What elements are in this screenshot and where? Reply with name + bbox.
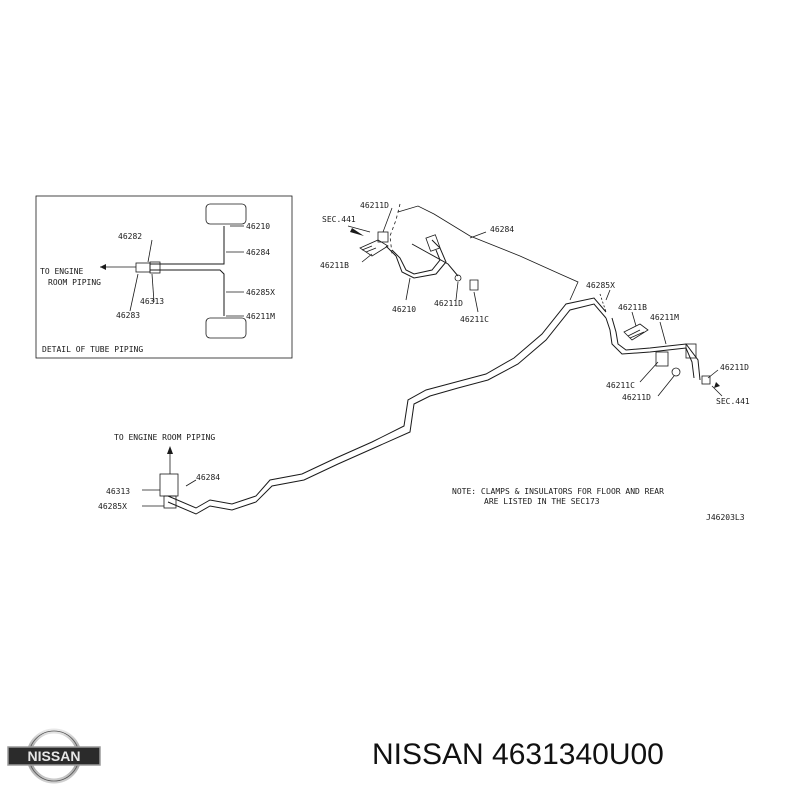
engine-arrowhead — [167, 446, 173, 454]
label-46285x-detail: 46285X — [246, 288, 275, 297]
bracket-46211b-right — [623, 323, 649, 341]
bolt-46211c-low — [655, 351, 669, 367]
logo-text: NISSAN — [28, 748, 81, 764]
connector-46313-low — [159, 473, 179, 497]
label-46313-detail: 46313 — [140, 297, 164, 306]
label-46284-top: 46284 — [490, 225, 514, 234]
right-tube-loop — [605, 317, 695, 379]
rear-wheel-top — [205, 203, 247, 225]
label-46211m-detail: 46211M — [246, 312, 275, 321]
detail-tube-upper — [150, 226, 225, 265]
body-edge-dashed — [389, 203, 401, 255]
label-46283-detail: 46283 — [116, 311, 140, 320]
label-46210-detail: 46210 — [246, 222, 270, 231]
label-sec441-top: SEC.441 — [322, 215, 356, 224]
connector-46285x-low — [163, 495, 177, 509]
label-46211c-low: 46211C — [606, 381, 635, 390]
rear-wheel-bottom — [205, 317, 247, 339]
main-tube-inner — [167, 303, 607, 515]
bolt-46211c-mid — [469, 279, 479, 291]
label-46211d-mid: 46211D — [434, 299, 463, 308]
detail-box-frame — [35, 195, 293, 359]
label-engine-room-piping: TO ENGINE ROOM PIPING — [114, 433, 215, 442]
upper-hose-fitting — [425, 234, 441, 252]
main-tube-outer — [167, 297, 607, 509]
label-46285x-right: 46285X — [586, 281, 615, 290]
detail-tube-lower — [150, 269, 225, 316]
part-number-caption: NISSAN 4631340U00 — [372, 738, 664, 771]
label-46211d-top: 46211D — [360, 201, 389, 210]
upper-left-tube-loop — [385, 239, 447, 279]
logo-bar — [7, 746, 101, 766]
label-46211b-right: 46211B — [618, 303, 647, 312]
note-line-1: NOTE: CLAMPS & INSULATORS FOR FLOOR AND … — [452, 487, 664, 496]
nissan-logo: NISSAN — [7, 728, 101, 784]
drawing-code: J46203L3 — [706, 513, 745, 522]
label-46211m: 46211M — [650, 313, 679, 322]
right-hose-fitting — [685, 343, 697, 359]
washer-46211d-mid — [454, 274, 462, 282]
label-46284-low: 46284 — [196, 473, 220, 482]
detail-connector-nut — [149, 261, 161, 274]
label-46284-detail: 46284 — [246, 248, 270, 257]
label-46285x-low: 46285X — [98, 502, 127, 511]
label-46313-low: 46313 — [106, 487, 130, 496]
label-46282-detail: 46282 — [118, 232, 142, 241]
label-46211b-left: 46211B — [320, 261, 349, 270]
label-46211d-right: 46211D — [720, 363, 749, 372]
note-line-2: ARE LISTED IN THE SEC173 — [484, 497, 600, 506]
detail-engine-label-line1: TO ENGINE — [40, 267, 84, 276]
clip-46211d-right — [701, 375, 711, 385]
detail-engine-label-line2: ROOM PIPING — [48, 278, 101, 287]
detail-box: 46210 46284 46282 46285X 46313 46283 462… — [35, 195, 293, 359]
label-46210-main: 46210 — [392, 305, 416, 314]
washer-46211d-low — [671, 367, 681, 377]
body-floor-outline — [397, 205, 579, 301]
detail-connector-block — [135, 262, 151, 273]
detail-engine-arrowhead — [100, 264, 106, 270]
bracket-46211b-left — [359, 239, 389, 257]
label-46211c-mid: 46211C — [460, 315, 489, 324]
main-tube-assembly: 46211D SEC.441 46284 46211B 46210 46211D… — [98, 201, 750, 522]
detail-box-title: DETAIL OF TUBE PIPING — [42, 345, 143, 354]
label-46211d-low: 46211D — [622, 393, 651, 402]
label-sec441-right: SEC.441 — [716, 397, 750, 406]
